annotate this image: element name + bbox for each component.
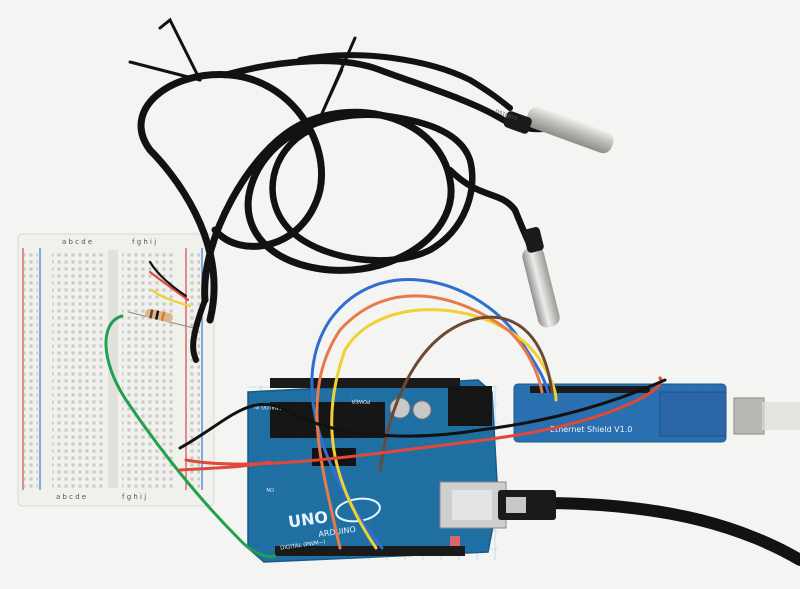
analog-label: ANALOG IN	[254, 403, 282, 410]
jumper-wires	[104, 278, 667, 559]
wire-yellow	[330, 308, 558, 550]
power-jack	[448, 386, 492, 426]
shield-label: Ethernet Shield V1.0	[550, 425, 632, 434]
wire-orange	[315, 294, 544, 550]
sensor-probe-horizontal: DS18B20	[494, 106, 614, 154]
wire-brown	[378, 315, 554, 472]
column-labels-bottom-right: f g h i j	[122, 493, 146, 501]
network-jack	[733, 397, 765, 435]
column-labels-right-top: f g h i j	[132, 238, 156, 246]
wire-green	[104, 314, 277, 559]
sensor-leads	[148, 260, 192, 308]
wire-black	[178, 378, 667, 450]
capacitor-2	[412, 400, 432, 420]
power-label: POWER	[351, 398, 370, 405]
ethernet-shield: Ethernet Shield V1.0	[513, 383, 800, 443]
reset-button	[450, 536, 460, 546]
resistor	[127, 308, 195, 329]
sensor-cable-coils	[128, 17, 552, 363]
sensor-probe-vertical	[522, 227, 560, 328]
column-labels-top: a b c d e	[62, 238, 92, 246]
digital-header	[270, 378, 460, 388]
wire-red-short	[178, 460, 272, 472]
column-labels-bottom-left: a b c d e	[56, 493, 86, 501]
usb-cable	[498, 490, 800, 566]
wire-blue	[310, 278, 550, 550]
on-label: ON	[266, 486, 274, 492]
breadboard: a b c d e f g h i j a b c d e f g h i j	[17, 233, 215, 507]
microcontroller-chip	[270, 402, 385, 438]
power-header	[275, 546, 465, 556]
arduino-uno-board: UNO ARDUINO DIGITAL (PWM~) POWER ANALOG …	[247, 378, 507, 563]
